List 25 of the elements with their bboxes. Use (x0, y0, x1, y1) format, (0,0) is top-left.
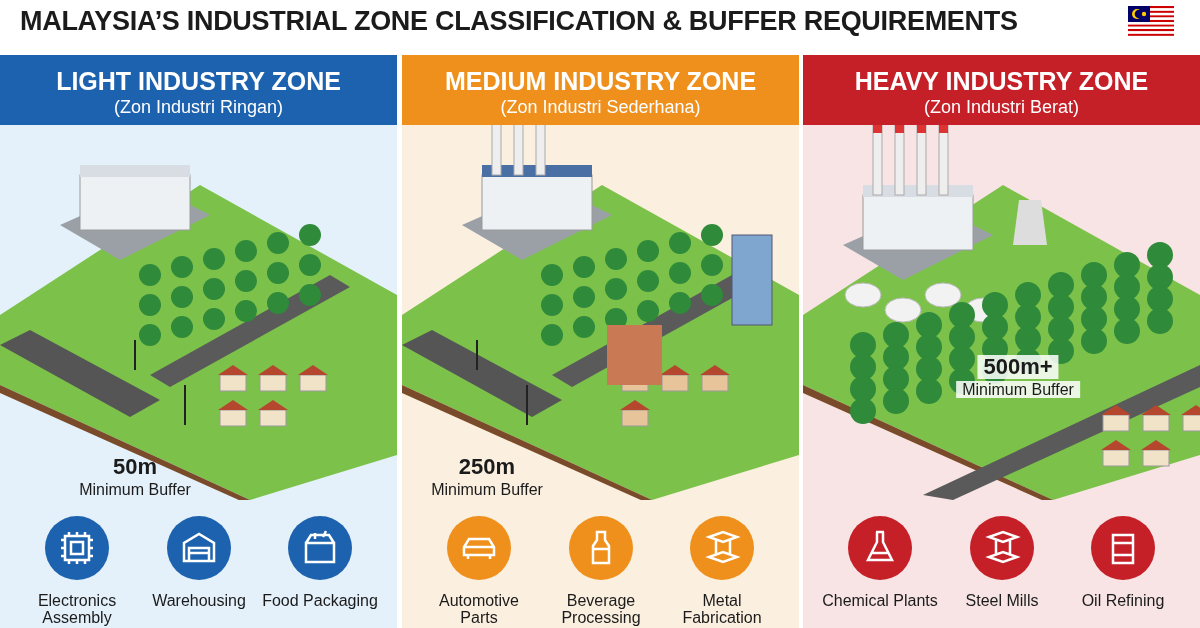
industry-caption: Food Packaging (261, 592, 379, 609)
industry-caption: Metal Fabrication (681, 592, 763, 626)
zone-heading: MEDIUM INDUSTRY ZONE (443, 67, 758, 96)
industry-caption: Chemical Plants (821, 592, 939, 609)
industry-caption: Oil Refining (1080, 592, 1166, 609)
buffer-distance: 250m (457, 455, 517, 479)
zone-heading: LIGHT INDUSTRY ZONE (55, 67, 342, 96)
page-title: MALAYSIA’S INDUSTRIAL ZONE CLASSIFICATION & BUFFER REQUIREMENTS (20, 6, 1018, 37)
industry-caption: Electronics Assembly (36, 592, 118, 626)
zone-panel (0, 55, 397, 628)
buffer-caption: Minimum Buffer (430, 481, 544, 498)
buffer-caption: Minimum Buffer (78, 481, 192, 498)
zone-subtitle: (Zon Industri Berat) (922, 97, 1081, 118)
zone-heading: HEAVY INDUSTRY ZONE (853, 67, 1150, 96)
buffer-caption: Minimum Buffer (956, 381, 1080, 398)
zone-subtitle: (Zon Industri Ringan) (112, 97, 285, 118)
zone-panel (803, 55, 1200, 628)
zone-panel (402, 55, 799, 628)
industry-caption: Steel Mills (964, 592, 1040, 609)
zone-subtitle: (Zon Industri Sederhana) (499, 97, 702, 118)
buffer-distance: 50m (111, 455, 158, 479)
industry-caption: Automotive Parts (437, 592, 520, 626)
industry-caption: Warehousing (151, 592, 247, 609)
industry-caption: Beverage Processing (560, 592, 642, 626)
buffer-distance: 500m+ (977, 355, 1059, 379)
